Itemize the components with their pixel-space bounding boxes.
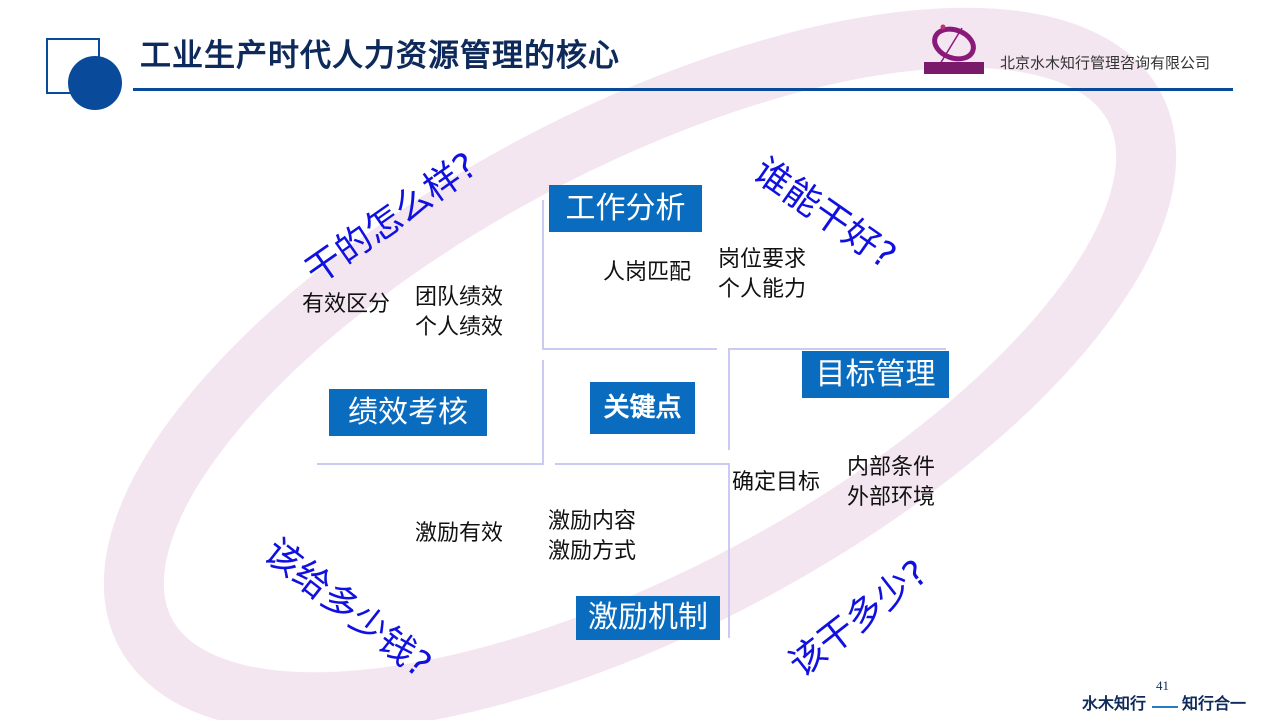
goal-management-box: 目标管理 [802, 351, 949, 398]
divider-line [317, 463, 544, 465]
divider-line [728, 348, 946, 350]
performance-box: 绩效考核 [329, 389, 487, 436]
divider-line [728, 463, 730, 638]
top-left-text: 人岗匹配 [603, 260, 692, 285]
left-right-text: 团队绩效个人绩效 [415, 285, 504, 340]
divider-line [555, 463, 730, 465]
left-left-text: 有效区分 [302, 292, 391, 317]
footer-right: 知行合一 [1182, 694, 1247, 713]
right-left-text: 确定目标 [732, 470, 821, 495]
divider-line [542, 200, 544, 350]
page-title: 工业生产时代人力资源管理的核心 [140, 38, 620, 74]
key-point-label: 关键点 [590, 382, 695, 434]
header-divider [133, 88, 1233, 91]
page-underline [1152, 706, 1178, 708]
company-logo [924, 24, 984, 74]
divider-line [542, 348, 717, 350]
header-circle-icon [68, 56, 122, 110]
incentive-box: 激励机制 [576, 596, 720, 640]
right-right-text: 内部条件外部环境 [847, 455, 936, 510]
divider-line [542, 360, 544, 465]
footer-left: 水木知行 [1082, 694, 1147, 713]
company-name: 北京水木知行管理咨询有限公司 [1000, 54, 1211, 72]
bottom-right-text: 激励内容激励方式 [548, 509, 637, 564]
top-right-text: 岗位要求个人能力 [718, 247, 807, 302]
divider-line [728, 350, 730, 450]
page-number: 41 [1156, 678, 1169, 693]
bottom-left-text: 激励有效 [415, 521, 504, 546]
job-analysis-box: 工作分析 [549, 185, 702, 232]
